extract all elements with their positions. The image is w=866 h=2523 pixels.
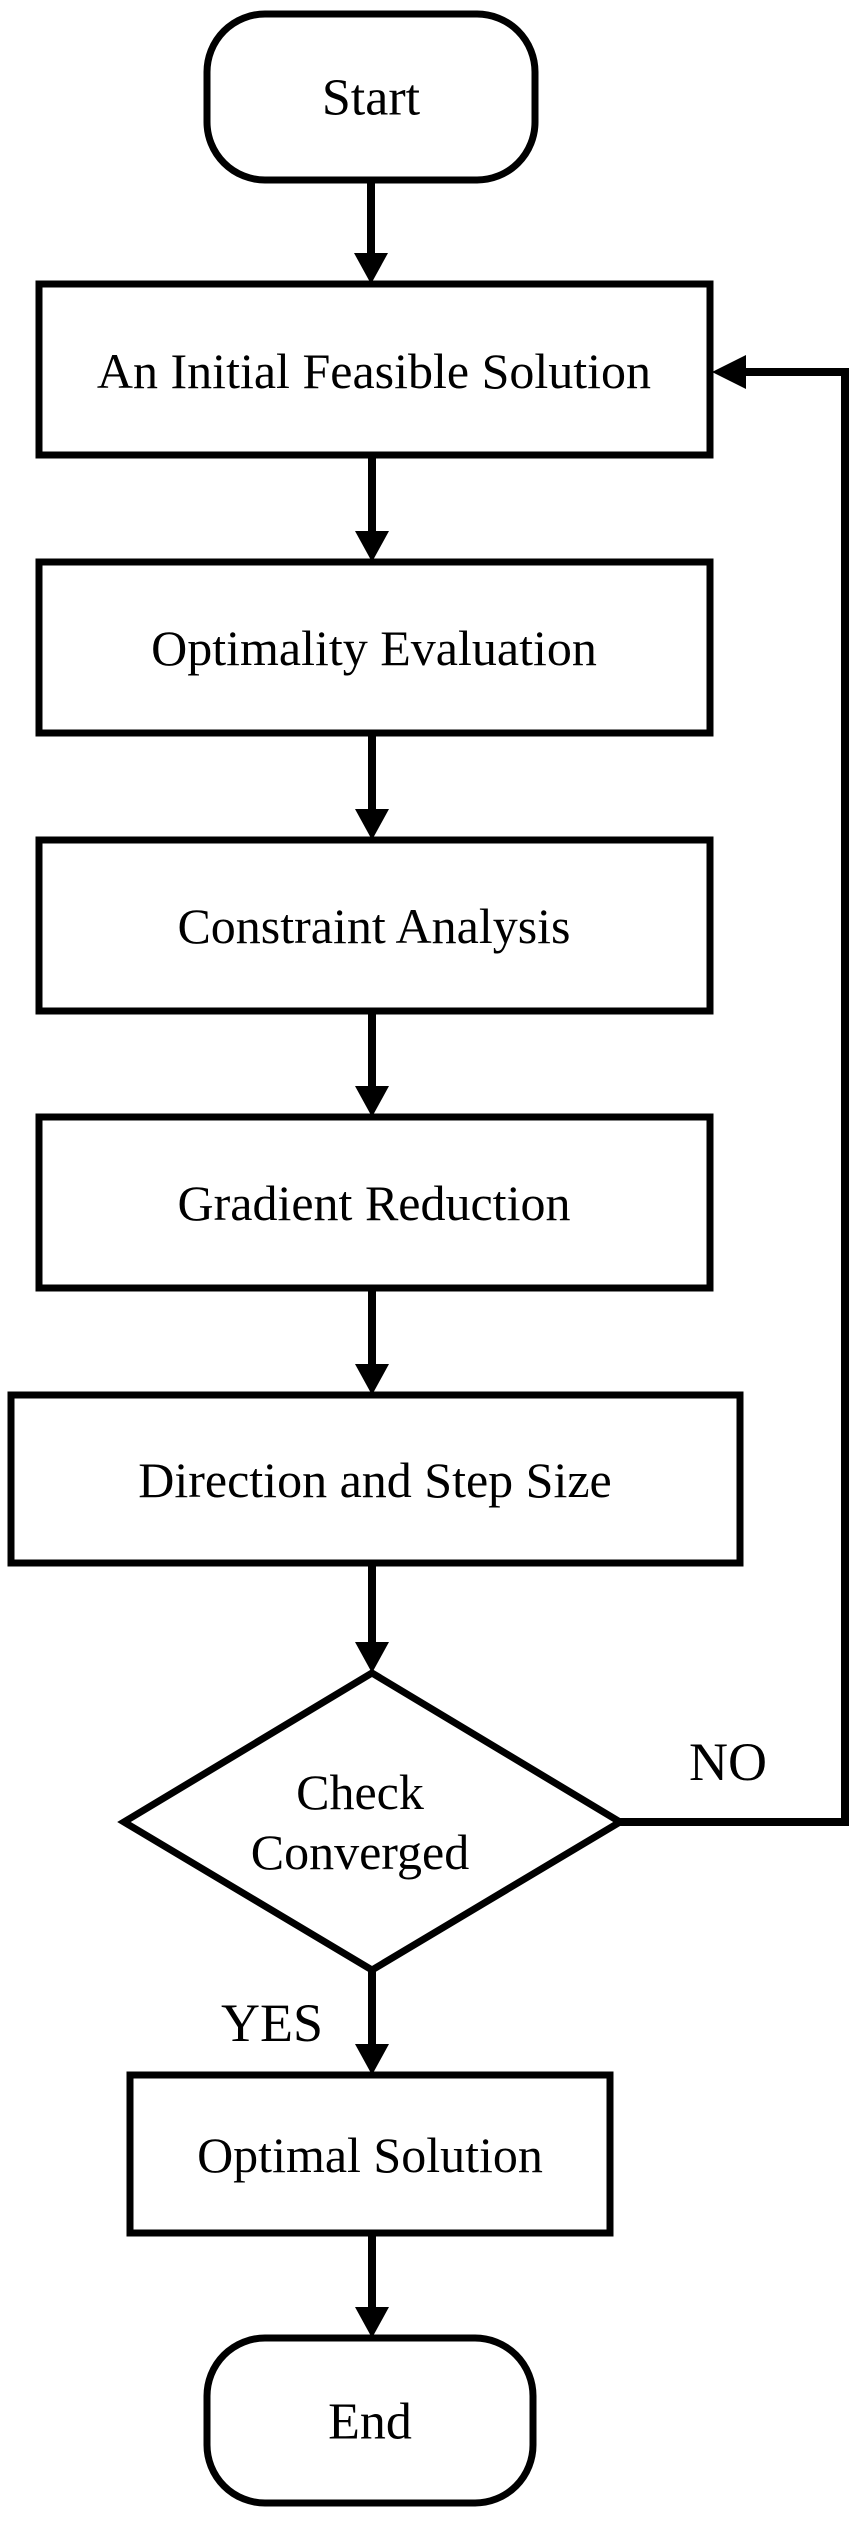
arrow-down-icon	[355, 531, 389, 562]
node-end: End	[203, 2334, 537, 2507]
optimality-evaluation-label: Optimality Evaluation	[151, 620, 597, 676]
node-direction-and-step-size: Direction and Step Size	[7, 1391, 744, 1567]
node-constraint-analysis: Constraint Analysis	[35, 836, 714, 1015]
initial-feasible-solution-shape	[35, 280, 714, 459]
node-check-converged: Check Converged	[117, 1668, 627, 1975]
end-terminator-shape	[203, 2334, 537, 2507]
node-optimality-evaluation: Optimality Evaluation	[35, 558, 714, 737]
gradient-reduction-label: Gradient Reduction	[178, 1175, 571, 1231]
yes-arrow-connector: YES	[221, 1968, 389, 2075]
arrow-constraint-to-gradient	[355, 1009, 389, 1117]
check-converged-label-line1: Check	[296, 1764, 424, 1820]
arrow-start-to-initial	[354, 178, 388, 284]
arrow-down-icon	[355, 2307, 389, 2338]
arrow-down-icon	[354, 253, 388, 284]
optimal-solution-label: Optimal Solution	[197, 2127, 543, 2183]
arrow-optimal-to-end	[355, 2231, 389, 2338]
yes-branch-label: YES	[221, 1993, 323, 2053]
node-initial-feasible-solution: An Initial Feasible Solution	[35, 280, 714, 459]
arrow-gradient-to-direction	[355, 1286, 389, 1395]
constraint-analysis-label: Constraint Analysis	[177, 898, 570, 954]
arrow-direction-to-decision	[355, 1561, 389, 1673]
start-label: Start	[322, 70, 421, 127]
no-loop-connector: NO	[620, 355, 849, 1826]
arrow-optimality-to-constraint	[355, 731, 389, 840]
direction-and-step-size-label: Direction and Step Size	[138, 1452, 612, 1508]
node-gradient-reduction: Gradient Reduction	[35, 1113, 714, 1292]
arrow-down-icon	[355, 2044, 389, 2075]
node-start: Start	[203, 10, 539, 184]
arrow-down-icon	[355, 809, 389, 840]
arrow-down-icon	[355, 1364, 389, 1395]
initial-feasible-solution-label: An Initial Feasible Solution	[97, 343, 651, 399]
arrow-down-icon	[355, 1642, 389, 1673]
end-label: End	[328, 2394, 412, 2451]
no-loop-line	[620, 368, 849, 1826]
constraint-analysis-shape	[35, 836, 714, 1015]
no-branch-label: NO	[689, 1732, 767, 1792]
node-optimal-solution: Optimal Solution	[126, 2071, 614, 2237]
arrow-down-icon	[355, 1086, 389, 1117]
arrow-initial-to-optimality	[355, 453, 389, 562]
arrow-left-icon	[712, 355, 746, 389]
direction-and-step-size-shape	[7, 1391, 744, 1567]
check-converged-label-line2: Converged	[251, 1824, 469, 1880]
check-converged-diamond-shape	[117, 1668, 627, 1975]
